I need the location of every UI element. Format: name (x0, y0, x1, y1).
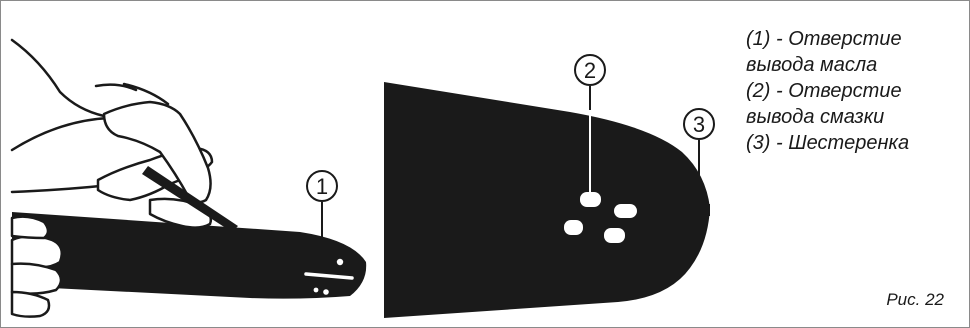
callout-2-label: 2 (584, 58, 596, 83)
right-bar-nose (384, 82, 710, 318)
grease-hole-1 (580, 192, 601, 207)
sprocket-tip (700, 204, 710, 216)
guide-bar-nose (384, 82, 710, 318)
oil-hole-dot-small (313, 287, 319, 293)
callout-3: 3 (683, 108, 715, 206)
callout-2: 2 (574, 54, 606, 194)
callout-1: 1 (306, 170, 338, 268)
holding-hand (10, 215, 63, 318)
figure-caption: Рис. 22 (886, 290, 944, 309)
oil-hole-slot (304, 272, 354, 280)
guide-bar-left (12, 212, 367, 299)
callout-1-label: 1 (316, 174, 328, 199)
legend-line-2: вывода масла (746, 54, 878, 76)
legend-line-4: вывода смазки (746, 106, 885, 128)
scraper-tool (142, 166, 238, 232)
legend-line-1: (1) - Отверстие (746, 28, 902, 50)
legend-line-3: (2) - Отверстие (746, 80, 902, 102)
callout-3-label: 3 (693, 112, 705, 137)
legend-line-5: (3) - Шестеренка (746, 132, 910, 154)
grease-hole-3 (564, 220, 583, 235)
oil-hole-dot (336, 258, 344, 266)
grease-hole-2 (614, 204, 637, 218)
left-bar-with-hands (10, 38, 367, 318)
legend: (1) - Отверстие вывода масла (2) - Отвер… (746, 26, 909, 156)
oil-hole-dot-small-2 (323, 289, 329, 295)
grease-hole-4 (604, 228, 625, 243)
